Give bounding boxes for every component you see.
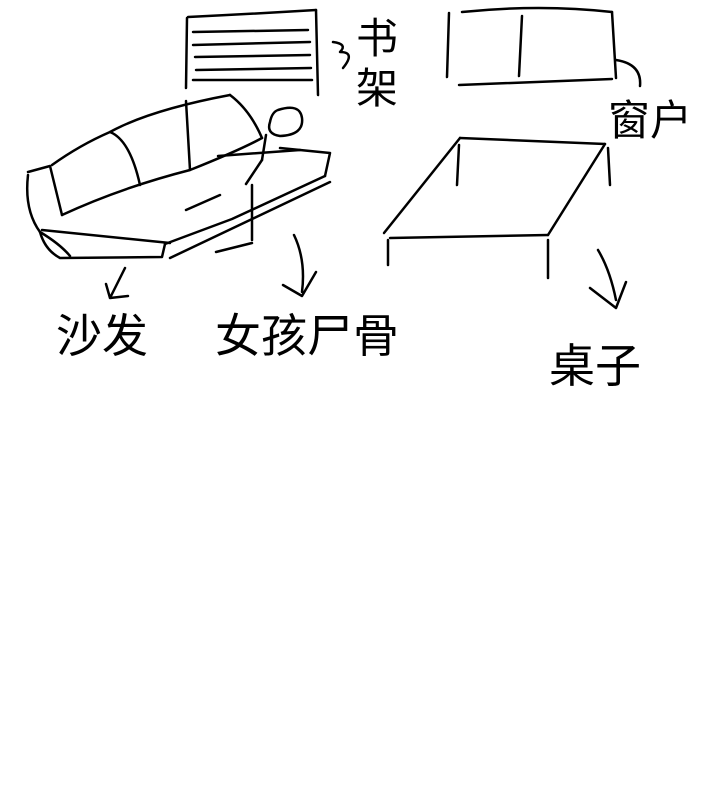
bookshelf-drawing <box>184 8 320 97</box>
bookshelf-label: 书架 <box>355 14 398 113</box>
window-arrow <box>614 58 642 88</box>
sofa-label: 沙发 <box>56 309 148 363</box>
sofa-drawing <box>26 93 332 260</box>
table-arrow <box>588 248 628 310</box>
table-label: 桌子 <box>549 339 641 393</box>
window-drawing <box>445 6 618 87</box>
window-label: 窗户 <box>608 96 693 145</box>
bookshelf-arrow <box>331 40 350 70</box>
table-drawing <box>382 136 612 280</box>
skeleton-arrow <box>281 233 318 298</box>
skeleton-drawing <box>184 106 304 254</box>
girl-skeleton-label: 女孩尸骨 <box>215 309 399 363</box>
sofa-arrow <box>104 266 130 300</box>
